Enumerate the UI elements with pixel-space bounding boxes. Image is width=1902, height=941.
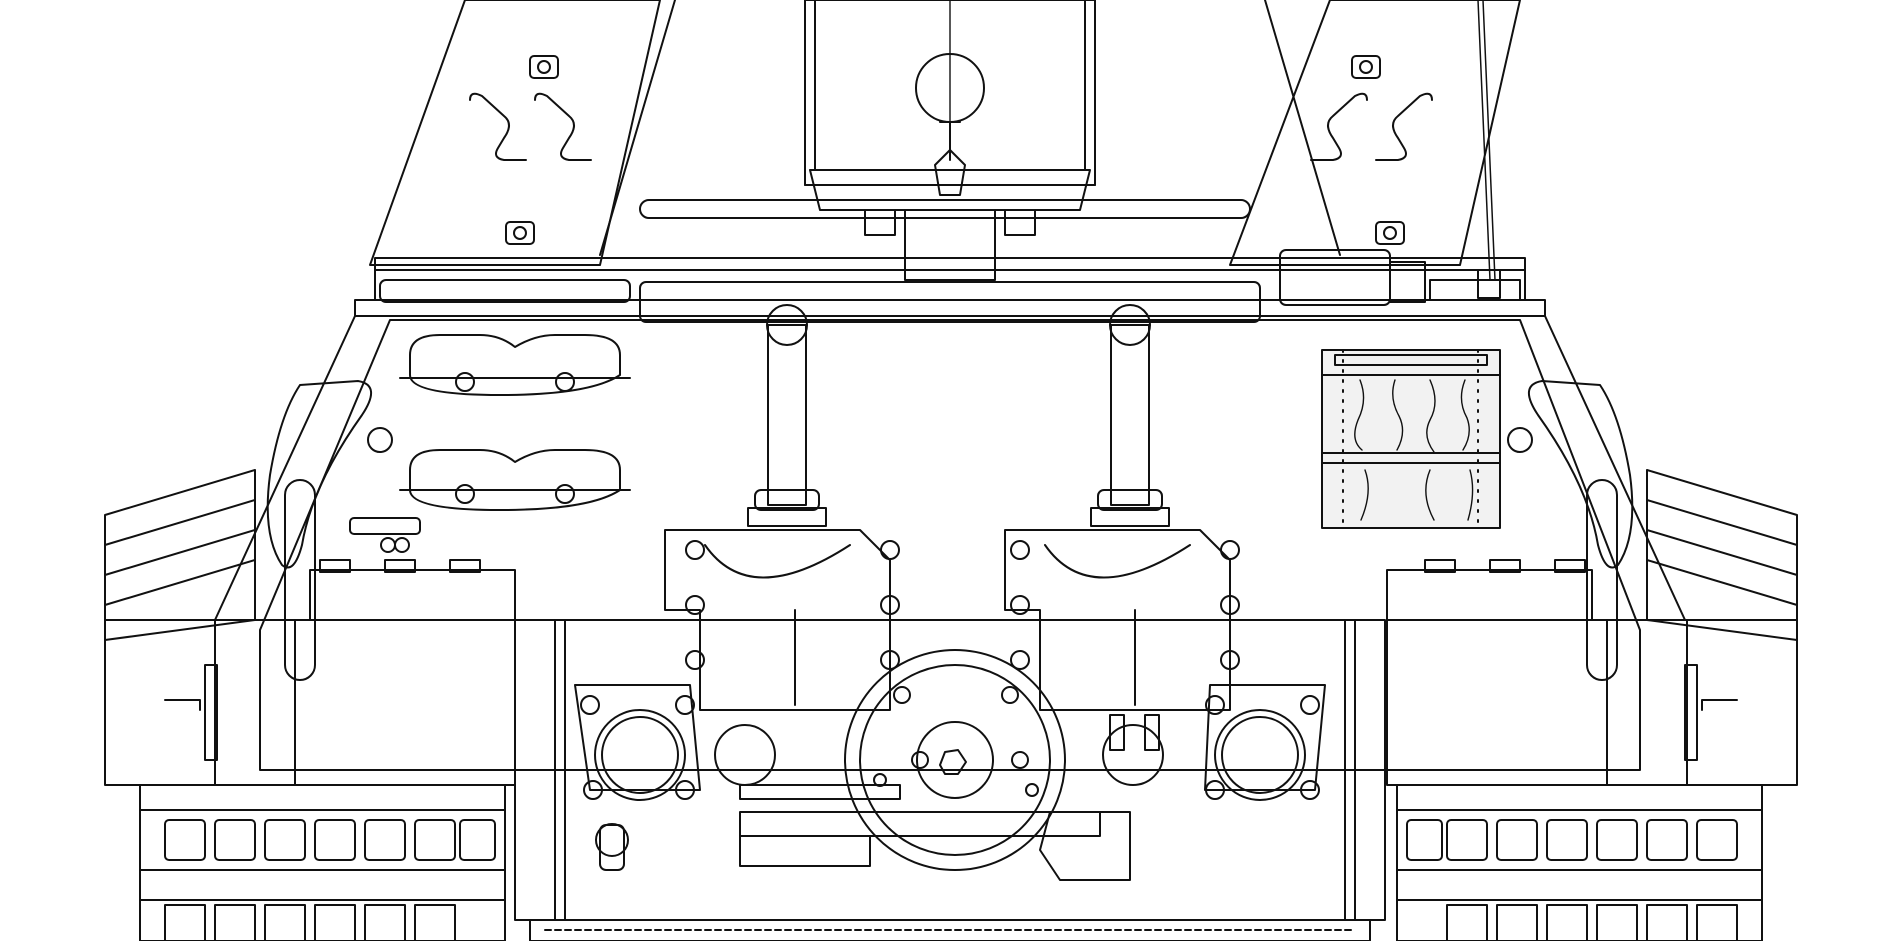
track	[140, 785, 1762, 941]
gun-travel-lock	[748, 305, 1169, 526]
jerrycan-holder	[350, 335, 630, 552]
stowage-bin	[105, 560, 1797, 785]
inspection-hatch	[845, 650, 1065, 870]
lifting-eye	[470, 56, 1432, 244]
wooden-crate	[1322, 350, 1500, 528]
lower-hull	[530, 920, 1370, 941]
towing-coupling	[596, 785, 1130, 880]
exhaust-pipe	[575, 685, 1325, 800]
hull-deck	[355, 200, 1545, 322]
mud-guard	[105, 470, 1797, 640]
exhaust-guard	[665, 530, 1239, 710]
towing-shackle	[268, 381, 1633, 680]
superstructure	[370, 0, 1520, 280]
antenna	[935, 0, 1500, 298]
